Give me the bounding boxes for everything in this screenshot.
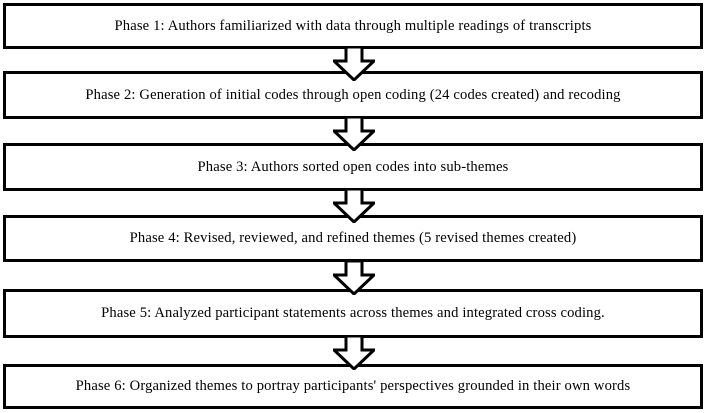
flowchart-node-phase-1: Phase 1: Authors familiarized with data …	[3, 3, 703, 49]
flowchart-node-phase-5: Phase 5: Analyzed participant statements…	[3, 289, 703, 338]
phase-2-label: Phase 2: Generation of initial codes thr…	[85, 86, 621, 103]
phase-5-label: Phase 5: Analyzed participant statements…	[101, 305, 605, 322]
flowchart-node-phase-6: Phase 6: Organized themes to portray par…	[3, 364, 703, 409]
phase-4-label: Phase 4: Revised, reviewed, and refined …	[129, 230, 577, 247]
down-block-arrow-icon	[333, 261, 375, 295]
phase-3-label: Phase 3: Authors sorted open codes into …	[197, 158, 509, 175]
down-block-arrow-icon	[333, 117, 375, 151]
phase-1-label: Phase 1: Authors familiarized with data …	[114, 17, 592, 34]
down-block-arrow-icon	[333, 47, 375, 81]
down-block-arrow-icon	[333, 336, 375, 370]
down-block-arrow-icon	[333, 189, 375, 223]
phase-6-label: Phase 6: Organized themes to portray par…	[75, 378, 631, 395]
